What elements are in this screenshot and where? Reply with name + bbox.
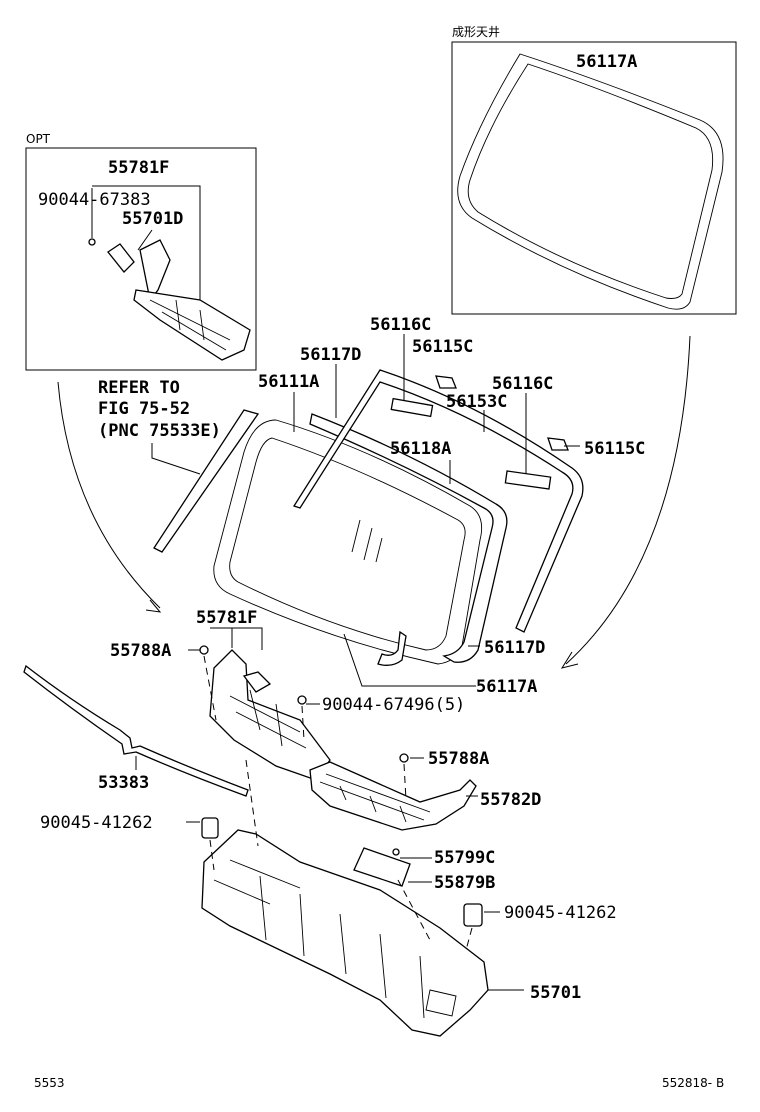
label-90045-41262-a: 90045-41262: [40, 813, 153, 833]
label-56111a: 56111A: [258, 372, 319, 392]
reference-note-line-2: FIG 75-52: [98, 399, 190, 419]
clip-56115c-a: [435, 375, 457, 389]
label-55782d: 55782D: [480, 790, 541, 810]
label-56117d-a: 56117D: [300, 345, 361, 365]
label-56116c-a: 56116C: [370, 315, 431, 335]
fasteners: [199, 645, 483, 927]
inset-opt: OPT 55781F 90044-67383 55701D: [25, 132, 257, 371]
inset-molded-ceiling-frame: [451, 41, 737, 315]
dam-56118a: [309, 413, 508, 663]
inset-opt-leaders: [91, 185, 201, 300]
reference-note-line-3: (PNC 75533E): [98, 421, 221, 441]
molding-56117a-inset: [457, 53, 724, 310]
cowl-panel-55701: [201, 829, 489, 1037]
footer-left-code: 5553: [34, 1076, 65, 1090]
label-56117a: 56117A: [476, 677, 537, 697]
inset-opt-caption: OPT: [26, 132, 51, 146]
callout-leaders: [135, 334, 580, 991]
label-55788a-a: 55788A: [110, 641, 171, 661]
clip-56115c-b: [547, 437, 569, 451]
label-56117d-b: 56117D: [484, 638, 545, 658]
label-56118a: 56118A: [390, 439, 451, 459]
cushion-90045-41262-left: [201, 817, 219, 839]
label-90045-41262-b: 90045-41262: [504, 903, 617, 923]
label-55879b: 55879B: [434, 873, 495, 893]
spacer-56116c-b: [504, 470, 552, 490]
inset-opt-label-90044-67383: 90044-67383: [38, 190, 151, 210]
molding-56111a: [293, 369, 584, 633]
windshield-assembly: [153, 369, 584, 666]
inset-molded-ceiling-caption: 成形天井: [452, 25, 500, 39]
reference-note: REFER TO FIG 75-52 (PNC 75533E): [98, 378, 221, 475]
label-55701: 55701: [530, 983, 581, 1003]
clip-55788a-right: [399, 753, 409, 763]
reference-note-line-1: REFER TO: [98, 378, 180, 398]
cowl-louver-55782d: [309, 761, 477, 831]
label-55781f: 55781F: [196, 608, 257, 628]
label-55788a-b: 55788A: [428, 749, 489, 769]
clip-55788a-left: [199, 645, 209, 655]
spacer-56116c-a: [390, 397, 434, 418]
molding-56117d-lower: [377, 630, 407, 666]
cowl-louver-55781f: [209, 649, 331, 781]
side-molding-left: [153, 409, 260, 553]
cushion-90045-41262-right: [463, 903, 483, 927]
inset-part-label-56117a: 56117A: [576, 52, 637, 72]
clip-55799c: [392, 848, 400, 856]
label-56115c-a: 56115C: [412, 337, 473, 357]
relation-arrows: [57, 335, 691, 669]
callout-labels: 56116C 56115C 56117D 56111A 56116C 56153…: [40, 315, 645, 1003]
inset-opt-label-55701d: 55701D: [122, 209, 183, 229]
windshield-glass: [213, 419, 483, 665]
label-56153c: 56153C: [446, 392, 507, 412]
label-90044-67496: 90044-67496(5): [322, 695, 465, 715]
inset-opt-label-55781f: 55781F: [108, 158, 169, 178]
cowl-seal-55799c: [353, 847, 411, 887]
clip-90044-67496: [297, 695, 307, 705]
label-53383: 53383: [98, 773, 149, 793]
weatherstrip-53383: [23, 664, 249, 797]
label-55799c: 55799C: [434, 848, 495, 868]
inset-opt-frame: [25, 147, 257, 371]
footer-right-code: 552818- B: [662, 1076, 724, 1090]
inset-molded-ceiling: 成形天井 56117A: [451, 25, 737, 315]
inset-opt-cowl-bracket: [88, 238, 251, 361]
assembly-lines: [203, 655, 473, 951]
label-56116c-b: 56116C: [492, 374, 553, 394]
label-56115c-b: 56115C: [584, 439, 645, 459]
